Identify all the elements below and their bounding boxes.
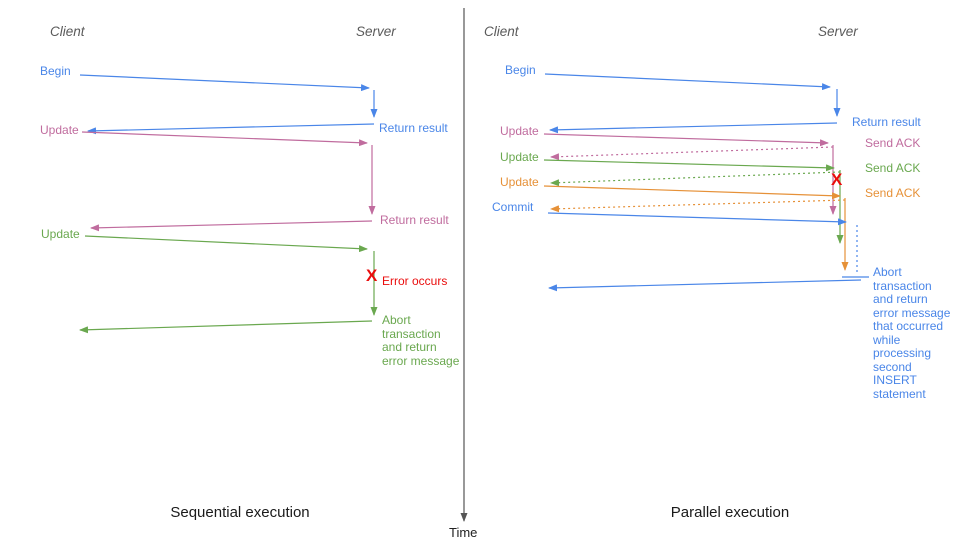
seq-error-label: Error occurs [382, 274, 448, 288]
time-axis-label: Time [449, 525, 478, 540]
par-commit-request-arrow [547, 212, 847, 226]
par-ack-3-dotted-arrow [550, 199, 846, 213]
seq-client-header: Client [50, 24, 85, 39]
par-ack-1-dotted-arrow [550, 146, 834, 161]
par-server-header: Server [818, 24, 858, 39]
seq-return-result-1-label: Return result [379, 121, 448, 135]
seq-update-2-request-arrow [84, 235, 368, 253]
seq-return-result-2-label: Return result [380, 213, 449, 227]
seq-error-x-icon: X [366, 266, 378, 285]
par-update-3-label: Update [500, 175, 539, 189]
seq-abort-note: Abort transaction and return error messa… [382, 313, 460, 368]
par-ack-3-label: Send ACK [865, 186, 921, 200]
par-update-1-request-arrow [543, 133, 829, 147]
seq-return-result-2-arrow [90, 220, 373, 232]
par-begin-label: Begin [505, 63, 536, 77]
par-begin-request-arrow [544, 73, 831, 91]
par-abort-response-arrow [548, 279, 862, 292]
par-section-title: Parallel execution [670, 504, 790, 521]
seq-server-header: Server [356, 24, 396, 39]
seq-update-1-label: Update [40, 123, 79, 137]
par-update-1-label: Update [500, 124, 539, 138]
par-ack-1-label: Send ACK [865, 136, 921, 150]
par-ack-2-label: Send ACK [865, 161, 921, 175]
seq-update-1-request-arrow [81, 131, 368, 147]
par-error-x-icon: X [831, 170, 843, 189]
seq-begin-label: Begin [40, 64, 71, 78]
seq-return-result-1-arrow [87, 123, 375, 135]
par-update-2-request-arrow [543, 159, 835, 172]
par-return-result-arrow [549, 122, 838, 134]
par-return-result-label: Return result [852, 115, 921, 129]
par-update-3-request-arrow [543, 185, 841, 200]
par-abort-note: Abort transaction and return error messa… [873, 265, 951, 401]
par-ack-2-dotted-arrow [550, 171, 841, 187]
seq-section-title: Sequential execution [170, 504, 310, 521]
par-update-2-label: Update [500, 150, 539, 164]
par-commit-label: Commit [492, 200, 534, 214]
seq-update-2-label: Update [41, 227, 80, 241]
seq-begin-request-arrow [79, 74, 370, 92]
seq-abort-response-arrow [79, 320, 373, 334]
par-client-header: Client [484, 24, 519, 39]
